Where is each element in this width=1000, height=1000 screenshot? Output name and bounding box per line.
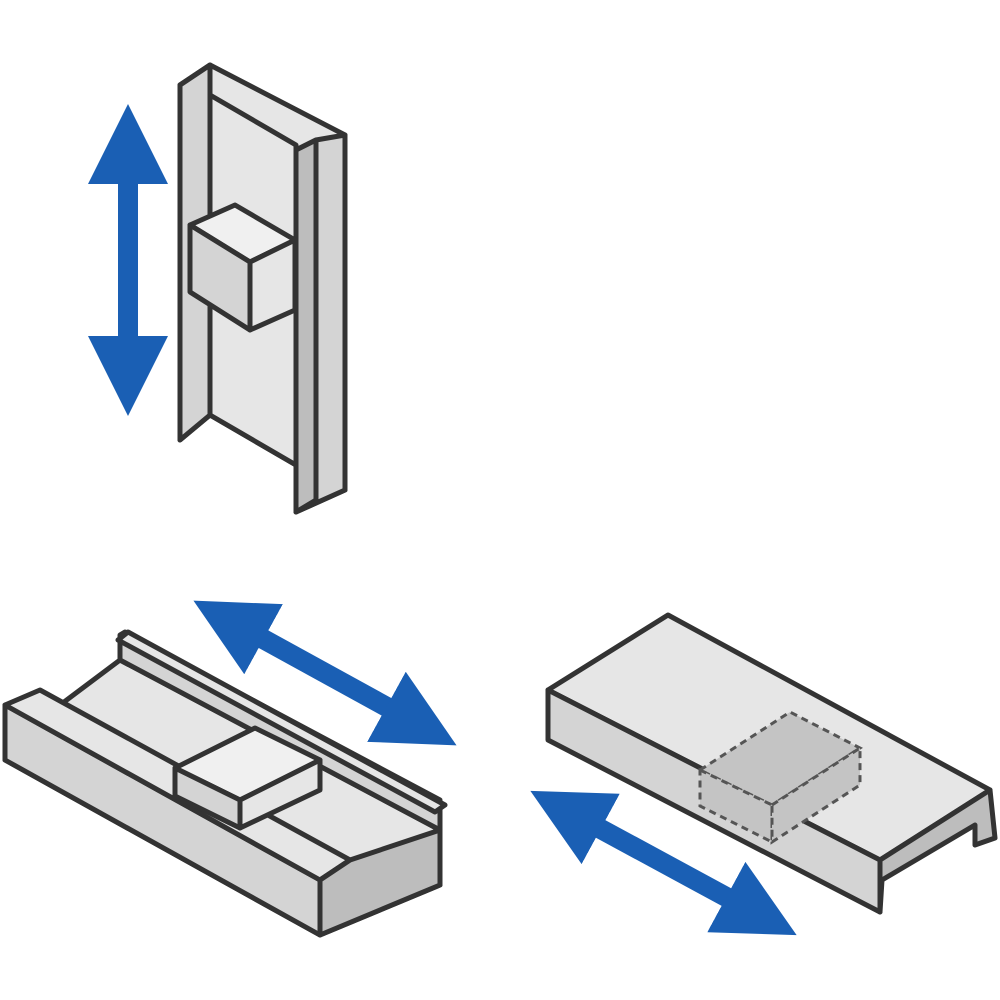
vertical-rail-assembly bbox=[177, 62, 348, 515]
horizontal-carriage-side bbox=[237, 757, 323, 831]
horizontal-rail-open-assembly bbox=[2, 629, 448, 938]
horizontal-rail-end bbox=[317, 827, 443, 938]
vertical-rail-right-flange-edge bbox=[293, 137, 319, 515]
vertical-carriage-side bbox=[247, 237, 298, 333]
inverted-rail-end bbox=[877, 787, 998, 915]
double-arrow-diagonal-icon bbox=[193, 600, 457, 746]
horizontal-rail-inverted-assembly bbox=[545, 612, 998, 915]
double-arrow-diagonal-icon bbox=[530, 790, 797, 936]
